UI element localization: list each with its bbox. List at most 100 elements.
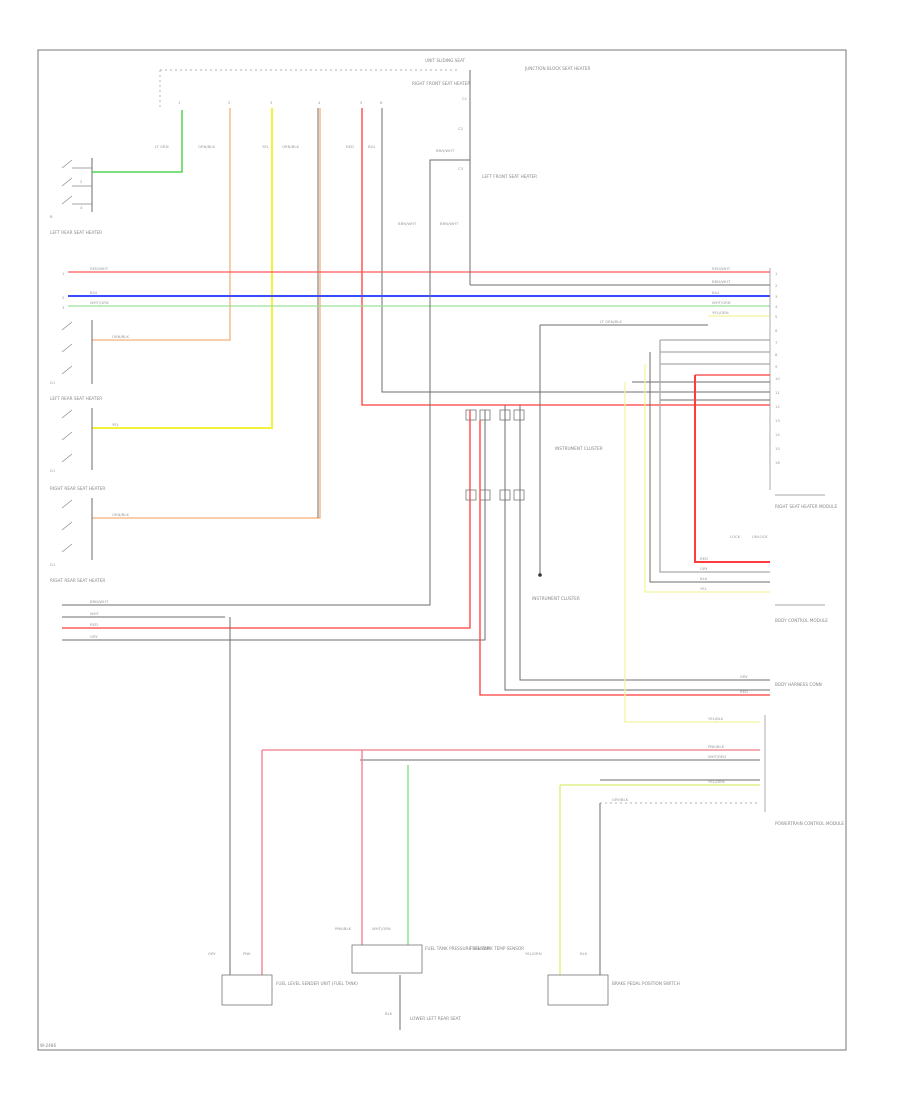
brake-switch-box bbox=[547, 974, 609, 1006]
right-rear-seat-heater-switch-1 bbox=[61, 408, 93, 470]
svg-text:WHT/GRN: WHT/GRN bbox=[372, 926, 391, 931]
svg-text:16: 16 bbox=[775, 460, 780, 465]
left-cluster-label: LEFT FRONT SEAT HEATER bbox=[482, 174, 537, 179]
svg-text:RED/WHT: RED/WHT bbox=[90, 266, 109, 271]
svg-text:3: 3 bbox=[775, 294, 778, 299]
wire-label-orn-blk-2: ORN/BLK bbox=[282, 144, 299, 149]
svg-text:PNK/BLK: PNK/BLK bbox=[708, 744, 725, 749]
left-rear-seat-heater-switch-2 bbox=[61, 320, 93, 384]
svg-text:GRY: GRY bbox=[90, 634, 98, 639]
svg-text:BRN/WHT: BRN/WHT bbox=[90, 599, 109, 604]
fuel-tank-pressure-box bbox=[351, 944, 423, 974]
svg-text:10: 10 bbox=[775, 376, 780, 381]
svg-text:RED: RED bbox=[90, 622, 98, 627]
svg-text:1: 1 bbox=[775, 271, 778, 276]
instrument-cluster-label: INSTRUMENT CLUSTER bbox=[555, 446, 603, 451]
diagram-frame bbox=[37, 49, 847, 1051]
svg-text:GRY/BLK: GRY/BLK bbox=[612, 797, 629, 802]
svg-text:WHT/RED: WHT/RED bbox=[708, 754, 726, 759]
body-control-label: BODY CONTROL MODULE bbox=[775, 618, 828, 623]
svg-text:1: 1 bbox=[62, 271, 65, 276]
top-junction-label: UNIT SLIDING SEAT bbox=[425, 58, 466, 63]
svg-text:BLK: BLK bbox=[700, 576, 708, 581]
svg-text:6: 6 bbox=[380, 100, 383, 105]
svg-text:5: 5 bbox=[360, 100, 363, 105]
svg-text:9: 9 bbox=[775, 364, 778, 369]
fuel-level-sender-box bbox=[221, 974, 273, 1006]
svg-text:8: 8 bbox=[775, 352, 778, 357]
wire-label-yel: YEL bbox=[262, 144, 270, 149]
svg-text:PNK: PNK bbox=[243, 951, 251, 956]
svg-text:G1: G1 bbox=[50, 380, 56, 385]
svg-text:YEL: YEL bbox=[700, 586, 708, 591]
left-rear-seat-heater-switch-1 bbox=[61, 158, 93, 212]
svg-text:2: 2 bbox=[775, 283, 778, 288]
svg-text:2: 2 bbox=[80, 179, 83, 184]
wire-gray-harness bbox=[62, 410, 486, 641]
wire-blu-vertical bbox=[381, 108, 770, 393]
left-rear-heater-label-2: LEFT REAR SEAT HEATER bbox=[50, 396, 102, 401]
svg-text:YEL: YEL bbox=[112, 422, 120, 427]
wire-orn-blk-2 bbox=[92, 108, 321, 519]
cluster-wire-label: LT GRN/BLK bbox=[600, 319, 623, 324]
svg-text:WHT: WHT bbox=[90, 611, 100, 616]
svg-text:GRY: GRY bbox=[700, 566, 708, 571]
body-harness-label: BODY HARNESS CONN bbox=[775, 682, 822, 687]
svg-text:RED/WHT: RED/WHT bbox=[712, 266, 731, 271]
svg-text:BLU: BLU bbox=[712, 290, 720, 295]
svg-text:5: 5 bbox=[775, 314, 778, 319]
svg-text:2: 2 bbox=[228, 100, 231, 105]
svg-text:C3: C3 bbox=[458, 166, 464, 171]
svg-text:YEL/GRN: YEL/GRN bbox=[708, 779, 725, 784]
wire-red-drop bbox=[694, 375, 770, 563]
top-connector-pins: 1 2 3 4 5 6 C1 bbox=[178, 96, 468, 105]
svg-text:BRN/WHT: BRN/WHT bbox=[398, 221, 417, 226]
wire-red-harness bbox=[62, 410, 471, 629]
wire-label-blu: BLU bbox=[368, 144, 376, 149]
svg-text:BLK: BLK bbox=[385, 1011, 393, 1016]
svg-text:G1: G1 bbox=[50, 468, 56, 473]
wire-orn-blk-1 bbox=[92, 108, 231, 341]
svg-text:13: 13 bbox=[775, 418, 780, 423]
page-code: W-2486 bbox=[40, 1043, 56, 1048]
svg-text:6: 6 bbox=[775, 328, 778, 333]
right-rear-heater-label-2: RIGHT REAR SEAT HEATER bbox=[50, 578, 105, 583]
svg-text:BLU: BLU bbox=[90, 290, 98, 295]
svg-text:YEL/BLK: YEL/BLK bbox=[708, 716, 724, 721]
brake-switch-label: BRAKE PEDAL POSITION SWITCH bbox=[612, 981, 680, 986]
svg-text:YEL/GRN: YEL/GRN bbox=[712, 310, 729, 315]
svg-text:YEL/GRN: YEL/GRN bbox=[525, 951, 542, 956]
wire-label-orn-blk: ORN/BLK bbox=[198, 144, 215, 149]
ground-left-label: LOWER LEFT REAR SEAT bbox=[410, 1016, 461, 1021]
svg-text:RED: RED bbox=[700, 556, 708, 561]
svg-text:WHT/GRN: WHT/GRN bbox=[90, 300, 109, 305]
svg-text:PNK/BLK: PNK/BLK bbox=[335, 926, 352, 931]
fuel-tank-pressure-label: FUEL TANK PRESSURE SENSOR bbox=[425, 946, 490, 951]
fuel-level-label: FUEL LEVEL SENDER UNIT (FUEL TANK) bbox=[276, 981, 358, 986]
svg-text:RED: RED bbox=[740, 689, 748, 694]
right-connector-column: 1 2 3 4 5 6 7 8 9 10 11 12 13 14 15 16 bbox=[769, 268, 780, 490]
wire-yel bbox=[92, 108, 273, 429]
seat-group-label-1: B bbox=[50, 214, 53, 219]
svg-text:11: 11 bbox=[775, 390, 780, 395]
svg-text:G1: G1 bbox=[50, 562, 56, 567]
junction-box-label: JUNCTION BLOCK SEAT HEATER bbox=[524, 66, 591, 71]
left-rear-heater-label-1: LEFT REAR SEAT HEATER bbox=[50, 230, 102, 235]
svg-text:LOCK: LOCK bbox=[730, 534, 741, 539]
seat-label: RIGHT FRONT SEAT HEATER bbox=[412, 81, 470, 86]
svg-text:C2: C2 bbox=[458, 126, 464, 131]
svg-text:4: 4 bbox=[318, 100, 321, 105]
powertrain-label: POWERTRAIN CONTROL MODULE bbox=[775, 821, 844, 826]
wire-lt-grn bbox=[92, 110, 183, 173]
svg-text:14: 14 bbox=[775, 432, 780, 437]
wire-red-vertical bbox=[361, 108, 770, 406]
right-rear-heater-label-1: RIGHT REAR SEAT HEATER bbox=[50, 486, 105, 491]
right-rear-seat-heater-switch-2 bbox=[61, 498, 93, 560]
svg-text:ORN/BLK: ORN/BLK bbox=[112, 512, 129, 517]
svg-text:3: 3 bbox=[62, 305, 65, 310]
svg-text:3: 3 bbox=[270, 100, 273, 105]
center-connectors bbox=[465, 409, 525, 501]
instrument-cluster-label-2: INSTRUMENT CLUSTER bbox=[532, 596, 580, 601]
svg-text:BRN/WHT: BRN/WHT bbox=[712, 279, 731, 284]
svg-text:4: 4 bbox=[775, 304, 778, 309]
